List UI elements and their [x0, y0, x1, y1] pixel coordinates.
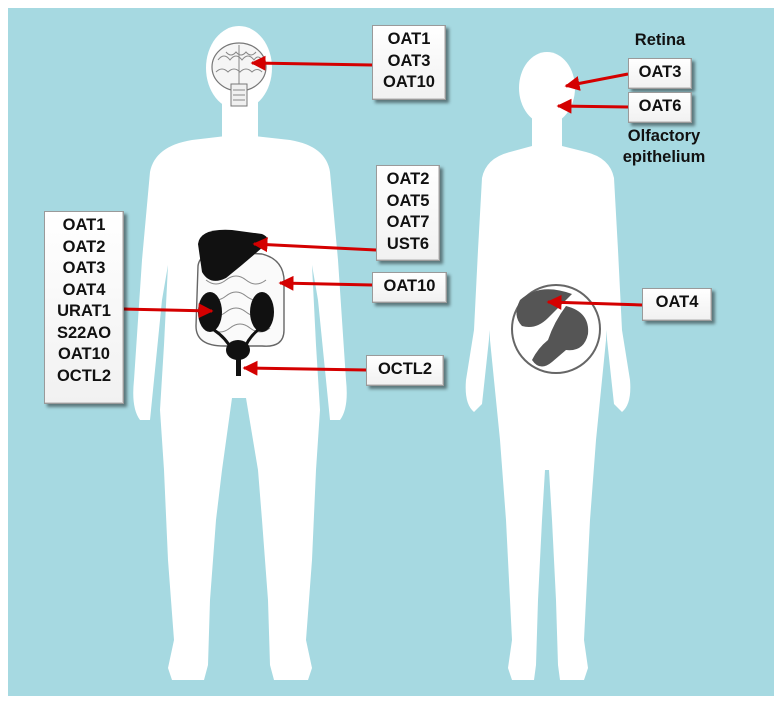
box-line: OAT1 — [387, 30, 431, 48]
kidney-transporter-box: OAT1 OAT2 OAT3 OAT4 URAT1 S22AO OAT10 OC… — [44, 211, 124, 404]
testis-transporter-box: OCTL2 — [366, 355, 444, 386]
liver-transporter-box: OAT2 OAT5 OAT7 UST6 — [376, 165, 440, 261]
retina-caption: Retina — [634, 31, 686, 49]
box-line: OAT10 — [383, 73, 435, 91]
box-line: OAT7 — [386, 213, 430, 231]
olfactory-caption-line2: epithelium — [622, 148, 706, 166]
female-silhouette — [465, 52, 631, 680]
liver-icon — [198, 229, 268, 281]
kidney-right-icon — [250, 292, 274, 332]
box-line: OAT10 — [58, 345, 110, 363]
arrow-olfactory — [556, 98, 629, 114]
box-line: UST6 — [386, 234, 430, 253]
arrow-placenta — [546, 294, 643, 310]
box-line: OAT3 — [638, 63, 682, 81]
box-line: OAT2 — [386, 170, 430, 188]
arrow-liver — [252, 237, 377, 253]
fetus-icon — [511, 284, 601, 374]
box-line: OCTL2 — [56, 366, 112, 385]
arrows — [123, 55, 643, 376]
olfactory-transporter-box: OAT6 — [628, 92, 692, 123]
box-line: OAT5 — [386, 191, 430, 210]
arrow-intestine — [278, 275, 373, 291]
box-line: OAT4 — [62, 280, 106, 299]
box-line: OAT3 — [62, 259, 106, 277]
box-line: S22AO — [56, 323, 112, 342]
box-line: OAT1 — [62, 216, 106, 234]
brain-transporter-box: OAT1 OAT3 OAT10 — [372, 25, 446, 100]
box-line: OAT6 — [638, 97, 682, 115]
retina-transporter-box: OAT3 — [628, 58, 692, 89]
intestine-transporter-box: OAT10 — [372, 272, 447, 303]
box-line: OCTL2 — [377, 360, 433, 378]
arrow-kidney — [123, 303, 214, 319]
brain-icon — [211, 42, 267, 107]
box-line: URAT1 — [57, 302, 111, 320]
arrow-brain — [250, 55, 373, 71]
box-line: OAT3 — [387, 51, 431, 70]
arrow-retina — [564, 72, 629, 91]
olfactory-caption-line1: Olfactory — [627, 127, 701, 145]
box-line: OAT10 — [383, 277, 436, 295]
olfactory-caption: Olfactory epithelium — [612, 126, 716, 168]
placenta-transporter-box: OAT4 — [642, 288, 712, 321]
box-line: OAT4 — [655, 293, 699, 311]
testis-icon — [236, 356, 241, 376]
box-line: OAT2 — [62, 237, 106, 256]
arrow-testis — [242, 360, 367, 376]
bladder-icon — [226, 340, 250, 360]
